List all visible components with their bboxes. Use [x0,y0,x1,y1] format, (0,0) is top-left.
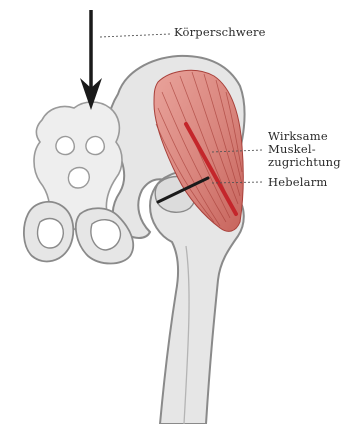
label-lever-arm: Hebelarm [268,176,328,189]
obturator-left [38,219,64,248]
sacral-foramen-lower [68,168,89,189]
leader-body-weight [100,34,170,37]
obturator-right [91,220,120,250]
label-muscle-line-3: zugrichtung [268,156,341,169]
label-body-weight: Körperschwere [174,26,266,39]
body-weight-arrow [80,10,102,110]
sacral-foramen-right [86,137,104,155]
sacral-foramen-left [56,137,74,155]
